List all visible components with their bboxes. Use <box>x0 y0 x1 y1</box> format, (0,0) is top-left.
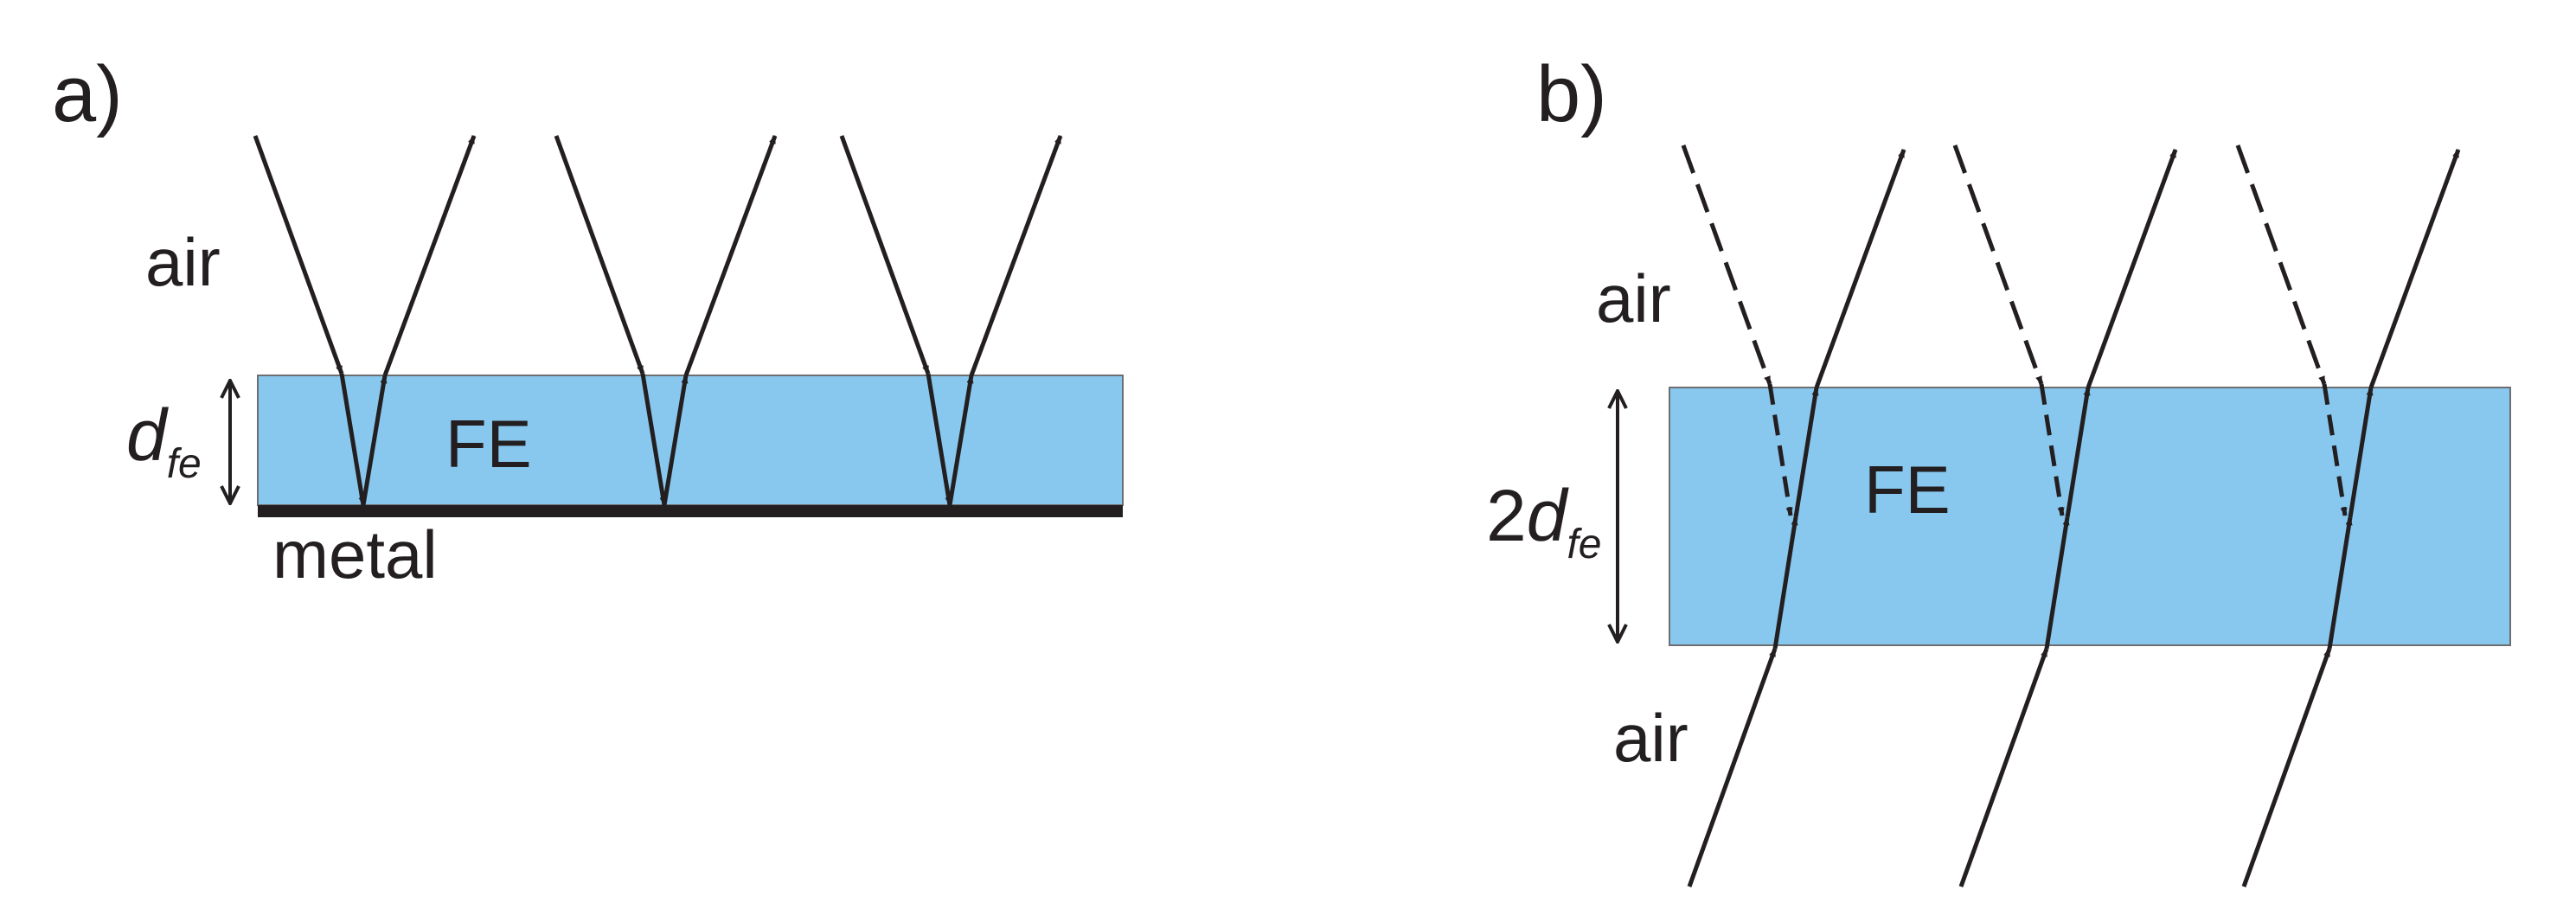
thickness-symbol-b: d <box>1527 475 1569 556</box>
ray-b1-bottom-in <box>1687 648 1778 887</box>
panel-b-label: b) <box>1536 50 1607 138</box>
rays-a <box>253 135 1063 506</box>
ray-a2-return <box>662 375 689 506</box>
ray-a3-refracted <box>926 373 952 506</box>
fe-label-b: FE <box>1864 452 1951 528</box>
ray-a1-exit <box>382 135 477 376</box>
ray-a3-incident <box>839 135 931 375</box>
ray-a1-refracted <box>339 373 366 506</box>
ray-b3-up-1 <box>2327 516 2353 650</box>
ray-b1-dashed-down <box>1767 383 1793 516</box>
ray-a2-exit <box>683 135 778 376</box>
ray-b2-exit <box>2086 149 2178 388</box>
ray-a1-return <box>361 375 388 506</box>
ray-b2-dashed-down <box>2039 383 2065 516</box>
panel-a: a) air FE metal dfe <box>52 50 1124 593</box>
ray-b1-up-1 <box>1772 516 1798 650</box>
panel-b: b) air air FE 2dfe <box>1486 50 2511 887</box>
air-label-b-top: air <box>1596 260 1671 336</box>
ray-b3-dashed-down <box>2322 383 2348 516</box>
ray-b2-up-1 <box>2044 516 2070 650</box>
air-label-a: air <box>145 224 221 300</box>
rays-b <box>1681 144 2461 887</box>
thickness-label-b: 2dfe <box>1486 475 1601 567</box>
ray-b1-exit <box>1814 149 1906 388</box>
metal-substrate <box>258 505 1123 517</box>
ray-b1-up-2 <box>1793 387 1819 518</box>
thickness-subscript-a: fe <box>167 441 202 487</box>
ray-b2-up-2 <box>2065 387 2091 518</box>
ray-b3-up-2 <box>2348 387 2374 518</box>
ray-a3-exit <box>969 135 1063 376</box>
ray-a3-return <box>947 375 974 506</box>
thickness-subscript-b: fe <box>1567 522 1601 567</box>
ray-b3-dashed-in <box>2235 144 2327 385</box>
thickness-symbol-a: d <box>126 394 169 476</box>
thickness-label-a: dfe <box>126 394 202 487</box>
ray-b3-bottom-in <box>2241 648 2332 887</box>
fe-label-a: FE <box>445 406 532 482</box>
ray-b3-exit <box>2368 149 2461 388</box>
ray-a1-incident <box>253 135 344 375</box>
thickness-prefix-b: 2 <box>1486 475 1527 556</box>
ray-a2-incident <box>554 135 645 375</box>
ray-b2-bottom-in <box>1958 648 2049 887</box>
metal-label: metal <box>272 516 438 593</box>
ray-b1-dashed-in <box>1681 144 1772 385</box>
air-label-b-bottom: air <box>1613 700 1688 776</box>
panel-a-label: a) <box>52 50 123 138</box>
ray-b2-dashed-in <box>1952 144 2044 385</box>
fe-layer-a <box>257 375 1124 506</box>
ray-a2-refracted <box>640 373 667 506</box>
